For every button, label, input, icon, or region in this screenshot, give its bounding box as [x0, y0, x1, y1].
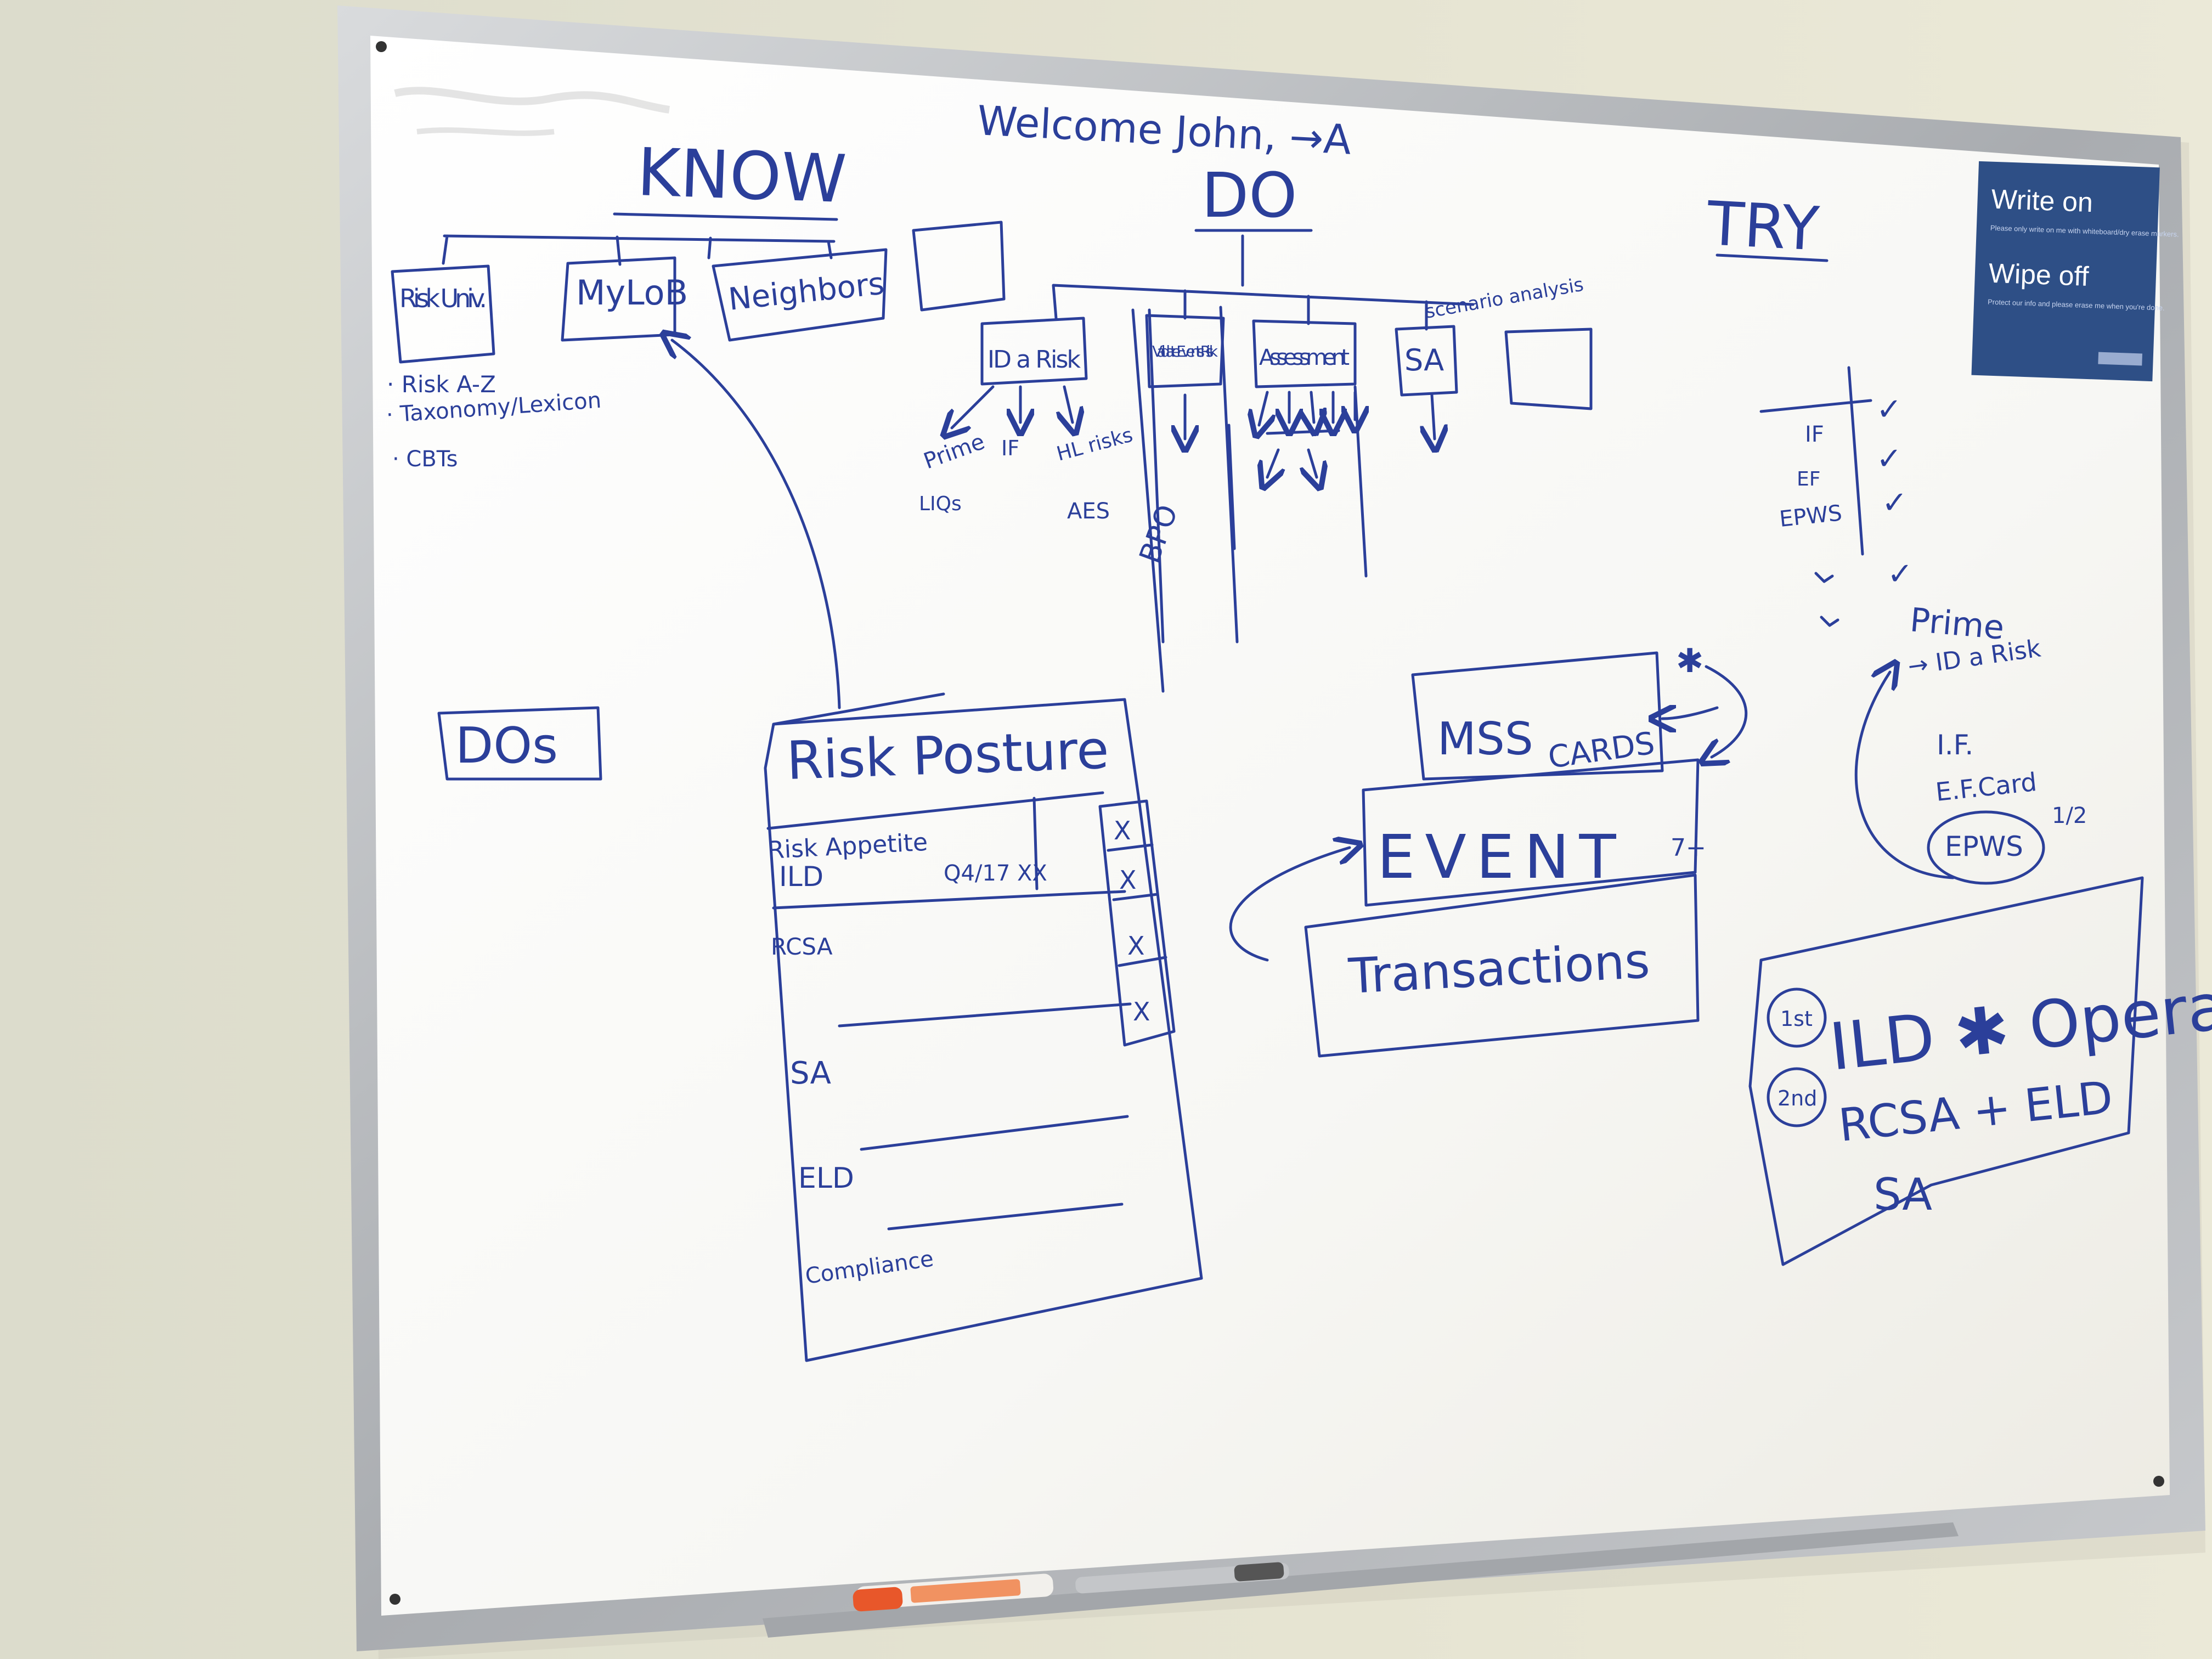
try-table: IF EF EPWS ✓ ✓ ✓ ✓: [1778, 392, 1913, 627]
risk-posture-row: RCSA: [771, 933, 833, 960]
screw: [390, 1594, 400, 1605]
do-tree: [1052, 234, 1475, 331]
sign-write-on: Write on: [1991, 184, 2094, 218]
risk-posture-row: ILD: [779, 861, 823, 893]
do-box-empty: [1504, 328, 1593, 410]
do-box-assessment: Assessment: [1252, 319, 1357, 388]
know-box-empty: [912, 221, 1006, 312]
try-check: ✓: [1876, 392, 1902, 427]
do-box-validate: Validate Events Risk: [1145, 314, 1225, 388]
know-box-mylob: MyLoB: [561, 256, 688, 342]
do-heading: DO: [1201, 160, 1297, 232]
do-box-sa: SA: [1395, 325, 1458, 397]
try-check: ✓: [1887, 556, 1913, 592]
sign-wipe-off: Wipe off: [1988, 258, 2089, 292]
event-loop-arrow: [1229, 848, 1350, 962]
mss-cards-card: MSS CARDS: [1411, 651, 1664, 781]
try-table-lines: [1759, 366, 1872, 556]
event-text: EVENT: [1377, 822, 1626, 892]
try-row-label: EF: [1797, 468, 1820, 490]
screw: [376, 41, 387, 52]
try-loop-item: EPWS: [1945, 831, 2023, 862]
do-box-label: Assessment: [1259, 345, 1350, 370]
sign-logo: [2098, 352, 2143, 366]
cycle-arrow: [1662, 708, 1719, 719]
try-underline: [1716, 253, 1829, 262]
try-row-label: IF: [1805, 422, 1824, 447]
risk-posture-title: Risk Posture: [786, 719, 1110, 792]
risk-posture-check: X: [1119, 865, 1137, 895]
try-check: ✓: [1882, 485, 1908, 521]
know-underline: [613, 212, 838, 221]
star-mark: ✱: [1676, 642, 1703, 680]
board-surface: [370, 36, 2170, 1616]
try-loop-item: 1/2: [2052, 803, 2087, 828]
do-box-label: Validate Events Risk: [1152, 342, 1218, 360]
orange-marker: [853, 1573, 1054, 1612]
id-risk-item: LIQs: [919, 493, 962, 515]
event-note: 7+: [1671, 834, 1706, 862]
do-box-label: ID a Risk: [988, 346, 1081, 374]
prime-text: Prime: [1909, 601, 2006, 647]
know-heading: KNOW: [636, 134, 848, 218]
know-list-item: · Risk A-Z: [387, 371, 496, 398]
risk-posture-check: X: [1133, 997, 1150, 1026]
sa-text: SA: [1874, 1169, 1932, 1220]
erased-text: [394, 87, 670, 136]
try-heading: TRY: [1705, 188, 1821, 264]
do-column-lines: [1131, 306, 1368, 693]
know-list-item: · CBTs: [392, 447, 458, 472]
do-box-id-a-risk: ID a Risk: [980, 317, 1088, 386]
arrow-posture-to-mylob: [672, 340, 841, 709]
risk-posture-check: X: [1127, 931, 1145, 961]
second-badge: 2nd: [1778, 1086, 1817, 1110]
try-loop-item: I.F.: [1937, 729, 1973, 761]
marker-tray: [763, 1522, 1959, 1638]
silver-marker: [1075, 1562, 1289, 1594]
dos-box: DOs: [437, 706, 602, 781]
know-tree: [442, 234, 836, 266]
try-check: ✓: [1876, 441, 1902, 477]
risk-posture-row: ELD: [798, 1162, 854, 1195]
risk-posture-row: SA: [790, 1056, 831, 1091]
write-on-wipe-off-sign: Write on Please only write on me with wh…: [1971, 161, 2179, 382]
id-risk-item: IF: [1001, 436, 1019, 460]
id-risk-item: AES: [1067, 499, 1110, 524]
know-box-label: MyLoB: [576, 273, 688, 313]
try-loop-arrow: [1854, 672, 1955, 879]
cycle-arrow: [1706, 665, 1748, 757]
know-box-risk-univ: Risk Univ.: [391, 264, 495, 364]
screw: [2153, 1476, 2164, 1487]
first-badge: 1st: [1780, 1007, 1813, 1031]
event-card: EVENT 7+: [1362, 758, 1706, 907]
risk-posture-row: Q4/17 XX: [944, 861, 1047, 886]
do-box-label: SA: [1404, 343, 1444, 377]
risk-posture-check: X: [1114, 816, 1131, 845]
dos-label: DOs: [455, 717, 558, 775]
know-box-label: Risk Univ.: [399, 284, 487, 313]
mss-text: MSS: [1437, 713, 1533, 765]
